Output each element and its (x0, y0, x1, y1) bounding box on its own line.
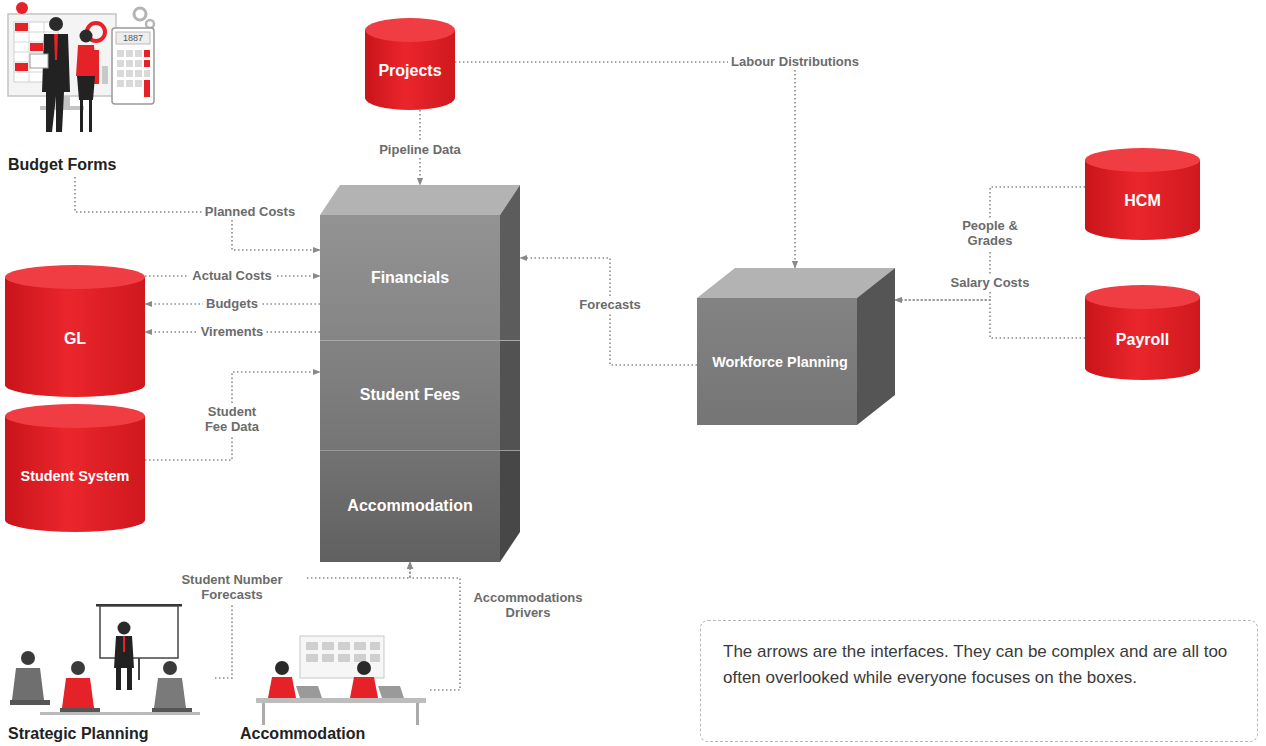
module-block: Workforce Planning (697, 268, 895, 425)
cylinder-body (5, 416, 145, 532)
node-title: Workforce Planning (712, 353, 848, 371)
actor-label: Accommodation (240, 724, 365, 744)
interface-label: Student Number Forecasts (157, 572, 307, 604)
node-text-area: Student Fees (320, 340, 520, 450)
node-text-area: Financials (320, 185, 520, 340)
node-text-area: Strategic Planning (2, 598, 215, 746)
node-title: Projects (378, 61, 441, 81)
strategic-illustration (10, 604, 200, 715)
interface-label: Forecasts (576, 297, 643, 314)
node-text-area: Accommodation (320, 450, 520, 562)
interface-label: People & Grades (950, 218, 1030, 250)
interface-label: Student Fee Data (194, 404, 270, 436)
illustrated-actor: Accommodation (240, 628, 430, 746)
node-text-area: Workforce Planning (697, 268, 895, 425)
actor-label: Strategic Planning (8, 724, 148, 744)
database-cylinder: HCM (1085, 148, 1200, 240)
budget-illustration (8, 2, 154, 132)
database-cylinder: GL (5, 265, 145, 397)
cube-side (500, 340, 520, 450)
cube-front (697, 298, 857, 425)
illustrated-actor: Strategic Planning (2, 598, 215, 746)
band-divider (320, 340, 520, 341)
node-title: GL (64, 329, 86, 349)
node-title: HCM (1124, 191, 1160, 211)
band-divider (320, 450, 520, 451)
node-outline (320, 185, 520, 340)
node-title: Accommodation (347, 496, 472, 516)
interface-label: Virements (198, 324, 267, 341)
interface-label: Salary Costs (948, 275, 1033, 292)
cube-top (320, 185, 520, 215)
node-text-area: Payroll (1085, 285, 1200, 380)
cube-side (500, 185, 520, 340)
node-text-area: Projects (365, 18, 455, 110)
interface-label: Planned Costs (202, 204, 298, 221)
database-cylinder: Payroll (1085, 285, 1200, 380)
module-block: Student Fees (320, 340, 520, 450)
cube-side (500, 450, 520, 562)
node-text-area: HCM (1085, 148, 1200, 240)
actor-label: Budget Forms (8, 155, 116, 175)
database-cylinder: Projects (365, 18, 455, 110)
interface-connector (75, 177, 320, 250)
cylinder-top (5, 265, 145, 289)
cylinder-top (365, 18, 455, 42)
cube-front (320, 215, 500, 340)
node-outline (697, 268, 895, 425)
interface-label: Pipeline Data (376, 142, 464, 159)
cylinder-top (1085, 148, 1200, 172)
interface-connector (410, 562, 460, 690)
module-block: Accommodation (320, 450, 520, 562)
node-title: Financials (371, 268, 449, 288)
interface-label: Actual Costs (189, 268, 274, 285)
node-text-area: Student System (5, 404, 145, 532)
cylinder-top (1085, 285, 1200, 309)
node-title: Student System (21, 467, 130, 485)
node-text-area: GL (5, 265, 145, 397)
calculator-display: 1887 (116, 32, 150, 44)
interface-connector (895, 300, 1085, 338)
interface-connector (895, 187, 1085, 300)
cylinder-body (5, 277, 145, 397)
interface-connector (520, 258, 697, 365)
cube-front (320, 340, 500, 450)
database-cylinder: Student System (5, 404, 145, 532)
node-text-area: Budget Forms (2, 5, 160, 177)
module-block: Financials (320, 185, 520, 340)
cube-front (320, 450, 500, 562)
interface-connector (145, 372, 320, 460)
interface-label: Accommodations Drivers (468, 590, 588, 622)
accommodation-illustration (256, 636, 426, 725)
cube-side (857, 268, 895, 425)
node-title: Student Fees (360, 385, 460, 405)
cylinder-body (1085, 297, 1200, 380)
illustrated-actor: Budget Forms (2, 5, 160, 177)
node-title: Payroll (1116, 330, 1169, 350)
node-text-area: Accommodation (240, 628, 430, 746)
interface-label: Budgets (203, 296, 261, 313)
interface-label: Labour Distributions (728, 54, 862, 71)
note-text: The arrows are the interfaces. They can … (700, 620, 1258, 742)
cylinder-top (5, 404, 145, 428)
